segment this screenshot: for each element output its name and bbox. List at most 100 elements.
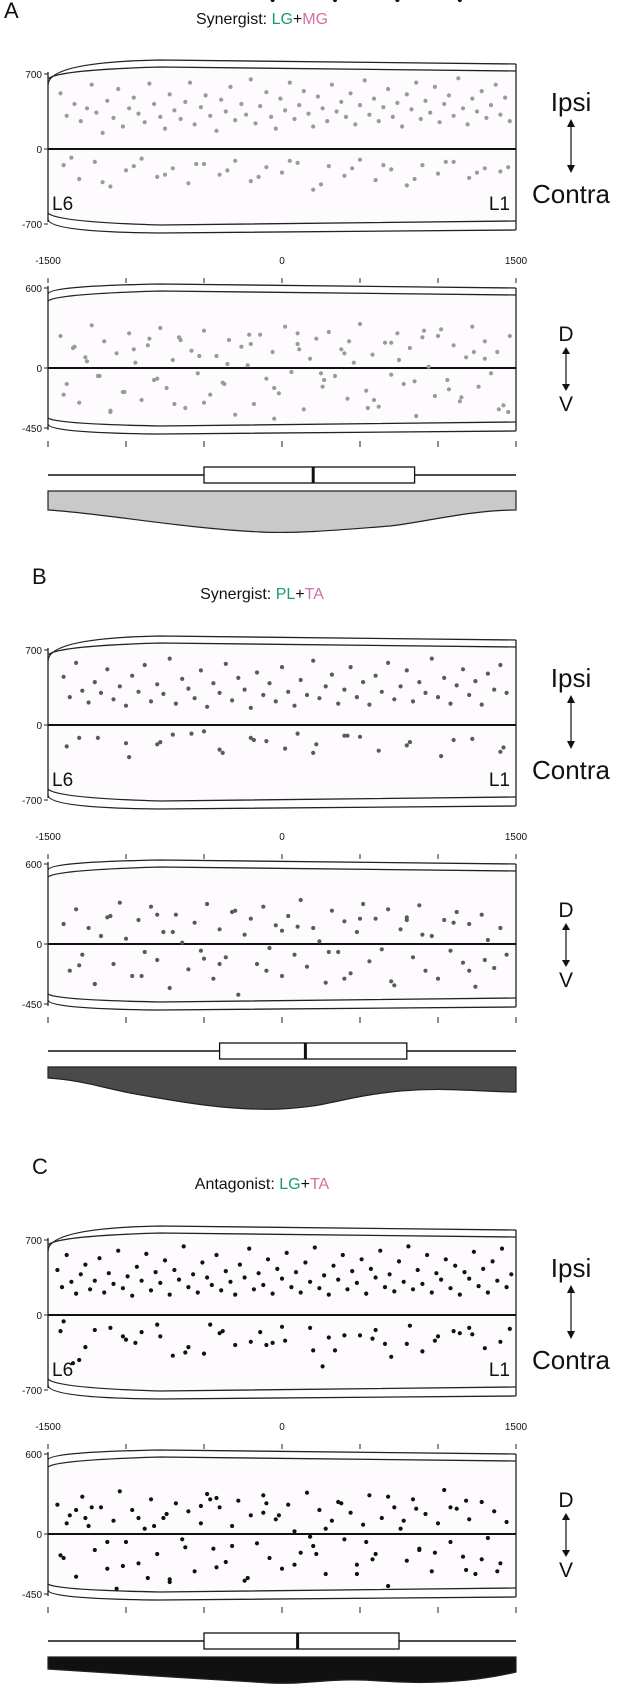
- x-tick-label: 1500: [505, 832, 528, 843]
- data-point: [254, 670, 260, 675]
- plot-background: [48, 867, 516, 1002]
- data-point: [180, 1537, 185, 1542]
- data-point: [102, 339, 107, 344]
- data-point: [357, 103, 363, 108]
- data-point: [74, 660, 79, 666]
- data-point: [186, 1509, 191, 1514]
- data-point: [186, 1285, 191, 1290]
- data-point: [389, 167, 394, 172]
- data-point: [398, 927, 403, 932]
- data-point: [189, 348, 194, 353]
- data-point: [269, 114, 274, 119]
- data-point: [470, 324, 475, 329]
- data-point: [139, 973, 144, 979]
- data-point: [172, 401, 177, 407]
- data-point: [488, 371, 494, 376]
- data-point: [120, 1334, 125, 1339]
- data-point: [392, 1505, 397, 1510]
- data-point: [111, 697, 116, 702]
- data-point: [386, 907, 391, 912]
- data-point: [117, 684, 122, 689]
- data-point: [147, 81, 152, 86]
- data-point: [251, 737, 256, 743]
- data-point: [58, 91, 63, 96]
- data-point: [429, 933, 434, 939]
- data-point: [490, 1259, 495, 1264]
- data-point: [332, 1348, 338, 1353]
- density-profile: [47, 490, 517, 534]
- data-point: [417, 903, 422, 908]
- data-point: [359, 1257, 364, 1262]
- data-point: [329, 672, 334, 677]
- data-point: [272, 416, 277, 421]
- data-point: [326, 949, 331, 955]
- data-point: [201, 729, 207, 734]
- data-point: [339, 1501, 344, 1506]
- arrow-down-icon: [562, 1550, 570, 1557]
- data-point: [167, 92, 172, 97]
- data-point: [108, 913, 113, 919]
- data-point: [373, 916, 378, 921]
- data-point: [158, 114, 163, 119]
- data-point: [233, 118, 238, 123]
- data-point: [167, 1292, 172, 1297]
- data-point: [295, 331, 300, 336]
- data-point: [83, 1345, 88, 1350]
- data-point: [239, 101, 244, 107]
- data-point: [445, 377, 450, 383]
- data-point: [326, 1335, 331, 1340]
- data-point: [448, 701, 453, 706]
- data-point: [470, 736, 475, 742]
- data-point: [80, 952, 85, 957]
- data-point: [258, 104, 263, 109]
- data-point: [247, 1246, 252, 1251]
- data-point: [448, 948, 453, 953]
- data-point: [248, 735, 253, 741]
- data-point: [214, 353, 219, 359]
- density-profile: [47, 1656, 517, 1684]
- x-tick-label: 0: [279, 832, 285, 843]
- data-point: [97, 1256, 102, 1261]
- data-point: [304, 1490, 310, 1495]
- data-point: [404, 92, 409, 97]
- data-point: [173, 701, 178, 706]
- data-point: [170, 1353, 175, 1358]
- data-point: [123, 703, 129, 708]
- data-point: [482, 166, 487, 171]
- data-point: [164, 385, 169, 391]
- data-point: [382, 1341, 388, 1346]
- data-point: [131, 347, 136, 352]
- data-point: [283, 324, 288, 329]
- data-point: [162, 126, 168, 131]
- data-point: [492, 687, 497, 692]
- x-tick-label: 0: [279, 1422, 285, 1433]
- y-tick-label: 600: [25, 284, 42, 295]
- data-point: [228, 1279, 233, 1284]
- data-point: [223, 661, 228, 667]
- data-point: [498, 662, 503, 668]
- data-point: [251, 401, 256, 407]
- data-point: [367, 1493, 372, 1498]
- data-point: [198, 105, 203, 110]
- outline-bottom-outer: [47, 794, 517, 810]
- data-point: [361, 901, 366, 907]
- data-point: [357, 734, 363, 739]
- data-point: [201, 328, 207, 333]
- data-point: [488, 103, 494, 108]
- data-point: [340, 1252, 345, 1258]
- data-point: [401, 1279, 406, 1284]
- y-tick-label: 0: [36, 1530, 42, 1541]
- data-point: [311, 658, 316, 663]
- data-point: [283, 1338, 288, 1343]
- data-point: [459, 395, 464, 400]
- data-point: [264, 165, 269, 170]
- data-point: [192, 1569, 197, 1574]
- data-point: [192, 696, 197, 701]
- data-point: [200, 1260, 205, 1265]
- data-point: [373, 1551, 378, 1557]
- data-point: [395, 100, 400, 105]
- data-point: [496, 407, 501, 412]
- data-point: [236, 675, 241, 681]
- data-point: [248, 179, 253, 184]
- data-point: [114, 351, 119, 356]
